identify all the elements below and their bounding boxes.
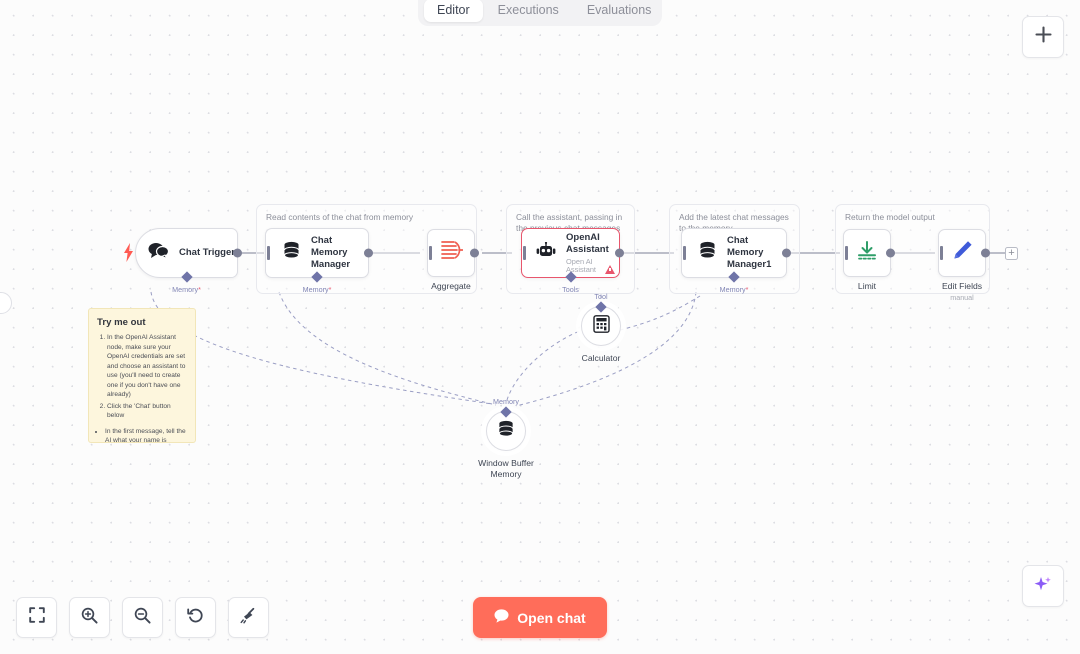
open-chat-label: Open chat [517,609,586,626]
warning-triangle-icon[interactable] [605,265,615,274]
tab-evaluations[interactable]: Evaluations [586,2,652,17]
node-caption: Limit [857,281,877,291]
memory-subport-label: Memory* [302,285,332,294]
node-chat-trigger[interactable]: Chat Trigger Memory* [135,228,242,294]
input-port[interactable] [429,246,432,260]
sticky-note-title: Try me out [97,317,146,328]
aggregate-icon [439,240,464,266]
sticky-note-steps: In the OpenAI Assistant node, make sure … [107,333,188,421]
database-icon [698,241,717,265]
robot-icon [536,241,556,265]
node-limit[interactable]: Limit [843,229,895,291]
group-label: Return the model output [845,212,935,222]
node-subtitle: Open AI Assistant [566,256,596,274]
node-aggregate[interactable]: Aggregate [427,229,479,291]
chat-bubbles-icon [148,242,170,264]
output-port[interactable] [782,248,791,258]
zoom-to-fit-button[interactable] [16,597,57,638]
calculator-icon [592,314,610,338]
tab-editor[interactable]: Editor [424,0,483,22]
output-port[interactable] [470,248,479,258]
output-port[interactable] [981,248,990,258]
node-title: OpenAI Assistant [566,231,609,255]
sticky-note-step: Click the 'Chat' button below [107,402,188,421]
tidy-up-broom-icon [240,607,257,629]
node-chat-memory-manager1[interactable]: Chat Memory Manager1 Memory* [681,228,791,294]
input-port[interactable] [940,246,943,260]
zoom-in-icon [81,607,98,629]
open-chat-button[interactable]: Open chat [473,597,607,638]
plus-icon [1034,26,1052,48]
sparkle-ai-icon [1033,574,1053,599]
database-icon [497,420,515,443]
sticky-note[interactable]: Try me out In the OpenAI Assistant node,… [88,308,196,443]
canvas-zoom-toolbar [16,597,269,638]
add-next-node-button[interactable]: + [1005,247,1018,260]
reset-zoom-button[interactable] [175,597,216,638]
memory-subport-label: Memory [493,397,519,406]
tab-executions[interactable]: Executions [497,2,559,17]
limit-download-icon [856,240,878,266]
tidy-up-button[interactable] [228,597,269,638]
chat-bubble-icon [494,609,509,626]
sticky-note-bullets: In the first message, tell the AI what y… [105,427,188,442]
sticky-note-bullet: In the first message, tell the AI what y… [105,427,188,442]
node-calculator[interactable]: Tool Calculator [581,292,621,363]
memory-subport-label: Memory* [719,285,749,294]
database-icon [282,241,301,265]
sticky-note-step: In the OpenAI Assistant node, make sure … [107,333,188,400]
zoom-out-button[interactable] [122,597,163,638]
node-caption: Calculator [581,353,621,363]
memory-subport-label: Memory* [172,285,201,294]
ai-assistant-button[interactable] [1022,565,1064,607]
add-node-button[interactable] [1022,16,1064,58]
group-label: Read contents of the chat from memory [266,212,414,222]
tools-subport-label: Tools [562,285,579,294]
output-port[interactable] [615,248,624,258]
node-openai-assistant[interactable]: OpenAI Assistant Open AI Assistant Tools [521,228,624,294]
view-tabs: Editor Executions Evaluations [418,0,662,26]
pencil-icon [951,239,974,267]
node-title: Chat Memory Manager1 [727,235,772,270]
output-port[interactable] [233,248,242,258]
input-port[interactable] [523,246,526,260]
zoom-in-button[interactable] [69,597,110,638]
node-caption: Aggregate [431,281,471,291]
input-port[interactable] [683,246,686,260]
trigger-lightning-icon [124,243,133,267]
zoom-out-icon [134,607,151,629]
output-port[interactable] [886,248,895,258]
output-port[interactable] [364,248,373,258]
node-title: Chat Memory Manager [311,235,351,270]
fit-to-screen-icon [28,607,45,628]
node-chat-memory-manager[interactable]: Chat Memory Manager Memory* [265,228,373,294]
input-port[interactable] [845,246,848,260]
input-port[interactable] [267,246,270,260]
node-title: Chat Trigger [179,247,235,259]
tool-subport-label: Tool [594,292,608,301]
reset-zoom-icon [187,607,204,629]
